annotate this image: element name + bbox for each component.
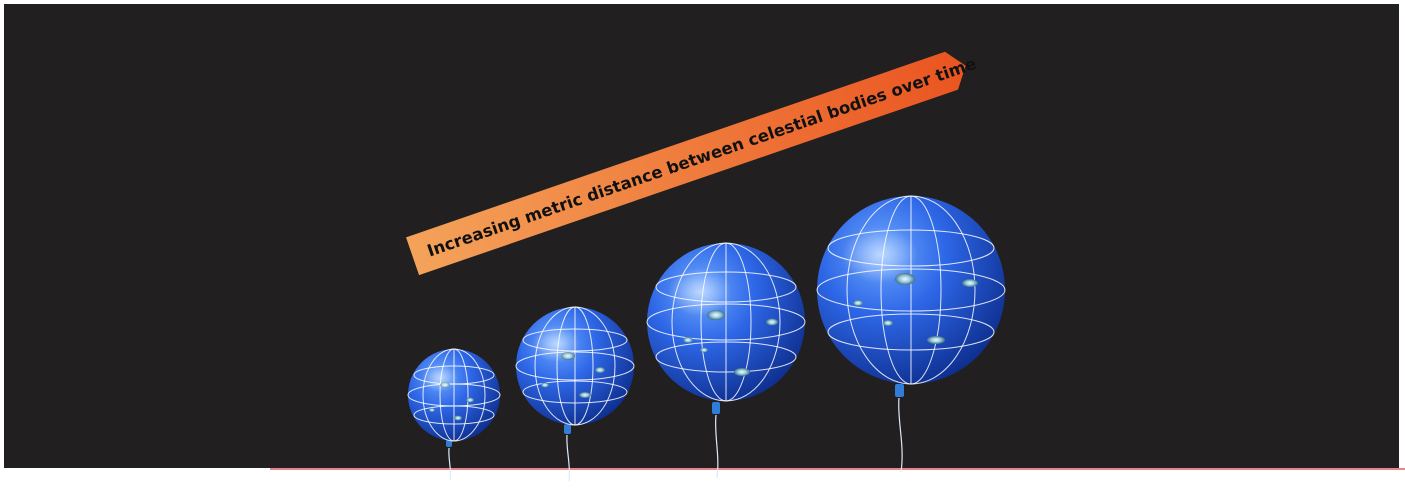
balloon-smallest bbox=[407, 348, 501, 481]
growth-arrow-shape bbox=[406, 51, 966, 276]
balloon-small-string bbox=[566, 434, 571, 482]
balloon-largest-string bbox=[898, 397, 903, 473]
balloon-smallest-shine bbox=[422, 364, 458, 392]
balloon-largest-knot bbox=[895, 384, 904, 397]
balloon-smallest-string bbox=[448, 447, 452, 481]
balloon-medium bbox=[646, 242, 806, 479]
balloon-largest-shine bbox=[842, 227, 918, 283]
balloon-medium-shine bbox=[668, 268, 732, 316]
balloon-small-knot bbox=[564, 424, 571, 434]
balloon-medium-string bbox=[715, 414, 719, 479]
balloon-medium-grid bbox=[646, 242, 806, 402]
balloon-group bbox=[407, 195, 1006, 482]
background-panel bbox=[4, 4, 1399, 468]
balloon-largest bbox=[816, 195, 1006, 473]
balloon-small bbox=[515, 306, 635, 482]
balloon-small-shine bbox=[532, 326, 580, 362]
balloon-medium-knot bbox=[712, 402, 720, 414]
balloon-largest-galaxies bbox=[853, 273, 978, 344]
